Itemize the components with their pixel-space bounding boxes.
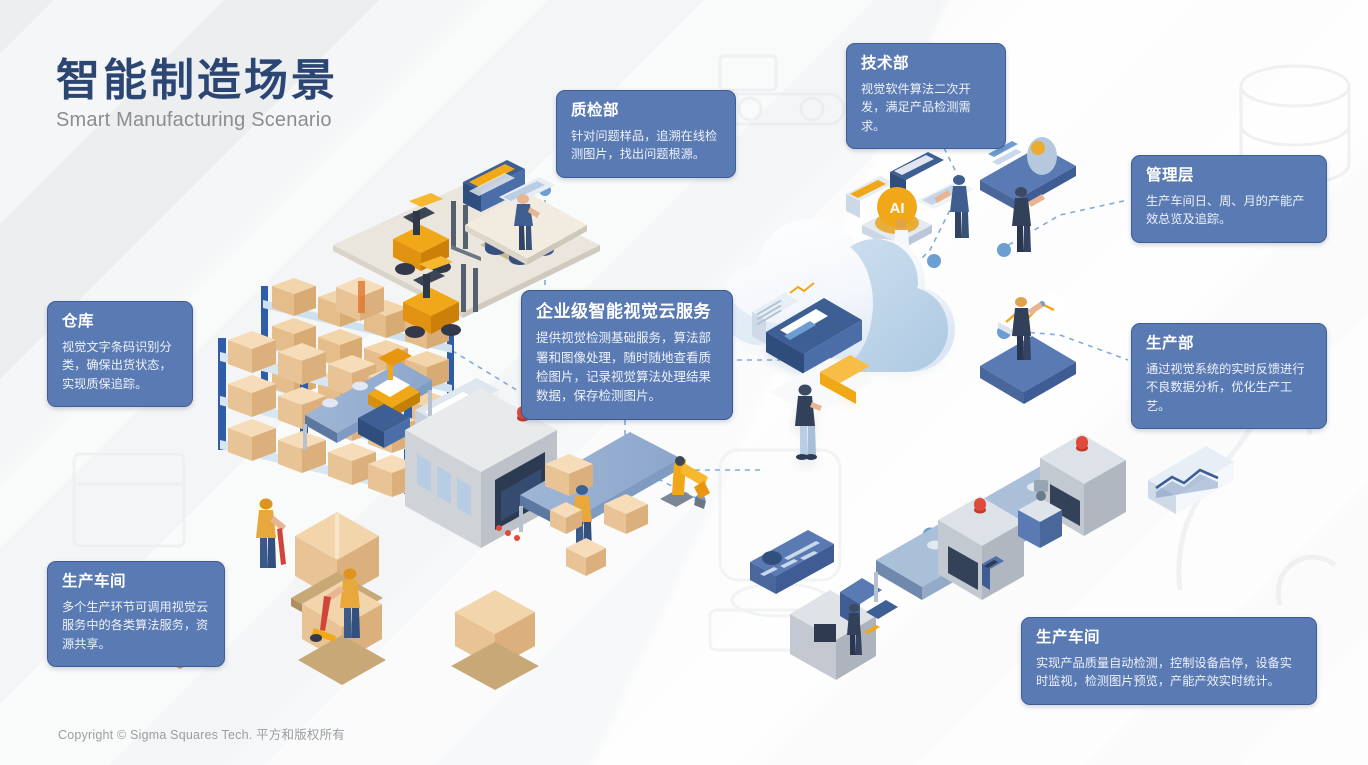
card-title: 生产部 [1146, 335, 1195, 352]
card-title: 技术部 [861, 55, 910, 72]
callout-card-workshop-right[interactable]: 生产车间 实现产品质量自动检测，控制设备启停，设备实时监视，检测图片预览，产能产… [1021, 617, 1317, 705]
card-title: 质检部 [571, 102, 620, 119]
card-body: 视觉文字条码识别分类，确保出货状态，实现质保追踪。 [62, 339, 172, 391]
page-header: 智能制造场景 Smart Manufacturing Scenario [56, 56, 338, 132]
forklift-icon-2 [403, 256, 478, 338]
callout-card-quality[interactable]: 质检部 针对问题样品，追溯在线检测图片，找出问题根源。 [556, 90, 736, 178]
card-title: 生产车间 [62, 573, 127, 590]
card-body: 多个生产环节可调用视觉云服务中的各类算法服务，资源共享。 [62, 599, 209, 651]
worker-figure [795, 384, 822, 460]
card-title: 仓库 [62, 313, 95, 330]
worker-figure [934, 175, 969, 238]
analytics-podium [980, 292, 1076, 404]
worker-figure [1012, 297, 1043, 360]
cloud-platform [720, 219, 955, 460]
callout-card-workshop-left[interactable]: 生产车间 多个生产环节可调用视觉云服务中的各类算法服务，资源共享。 [47, 561, 225, 668]
inspection-desk [463, 160, 587, 265]
callout-card-cloud-service[interactable]: 企业级智能视觉云服务 提供视觉检测基础服务，算法部署和图像处理，随时随地查看质检… [521, 290, 733, 421]
ai-badge-label: AI [890, 200, 905, 217]
card-title: 管理层 [1146, 167, 1195, 184]
worker-figure [1012, 187, 1045, 252]
worker-figure [514, 194, 540, 250]
card-body: 生产车间日、周、月的产能产效总览及追踪。 [1146, 193, 1305, 227]
packaging-machine [790, 578, 898, 680]
copyright-footer: Copyright © Sigma Squares Tech. 平方和版权所有 [58, 728, 346, 742]
page-title: 智能制造场景 [56, 56, 338, 105]
card-body: 提供视觉检测基础服务，算法部署和图像处理，随时随地查看质检图片，记录视觉算法处理… [536, 331, 712, 404]
robot-arm-icon [660, 456, 710, 509]
card-body: 视觉软件算法二次开发，满足产品检测需求。 [861, 81, 971, 133]
gantry-inspection [874, 434, 1234, 602]
card-title: 企业级智能视觉云服务 [536, 302, 711, 321]
callout-card-tech[interactable]: 技术部 视觉软件算法二次开发，满足产品检测需求。 [846, 43, 1006, 150]
page-subtitle: Smart Manufacturing Scenario [56, 109, 332, 132]
callout-card-management[interactable]: 管理层 生产车间日、周、月的产能产效总览及追踪。 [1131, 155, 1327, 243]
control-panel-screen [750, 530, 834, 594]
dashboard-station [980, 136, 1076, 252]
card-body: 针对问题样品，追溯在线检测图片，找出问题根源。 [571, 128, 718, 162]
box-outline-watermark-icon [60, 430, 240, 590]
callout-card-warehouse[interactable]: 仓库 视觉文字条码识别分类，确保出货状态，实现质保追踪。 [47, 301, 193, 408]
callout-card-production-dept[interactable]: 生产部 通过视觉系统的实时反馈进行不良数据分析，优化生产工艺。 [1131, 323, 1327, 430]
card-body: 通过视觉系统的实时反馈进行不良数据分析，优化生产工艺。 [1146, 361, 1305, 413]
card-body: 实现产品质量自动检测，控制设备启停，设备实时监视，检测图片预览，产能产效实时统计… [1036, 655, 1292, 689]
card-title: 生产车间 [1036, 629, 1101, 646]
ai-workstation: AI [846, 152, 974, 282]
cnc-machine [303, 348, 710, 548]
